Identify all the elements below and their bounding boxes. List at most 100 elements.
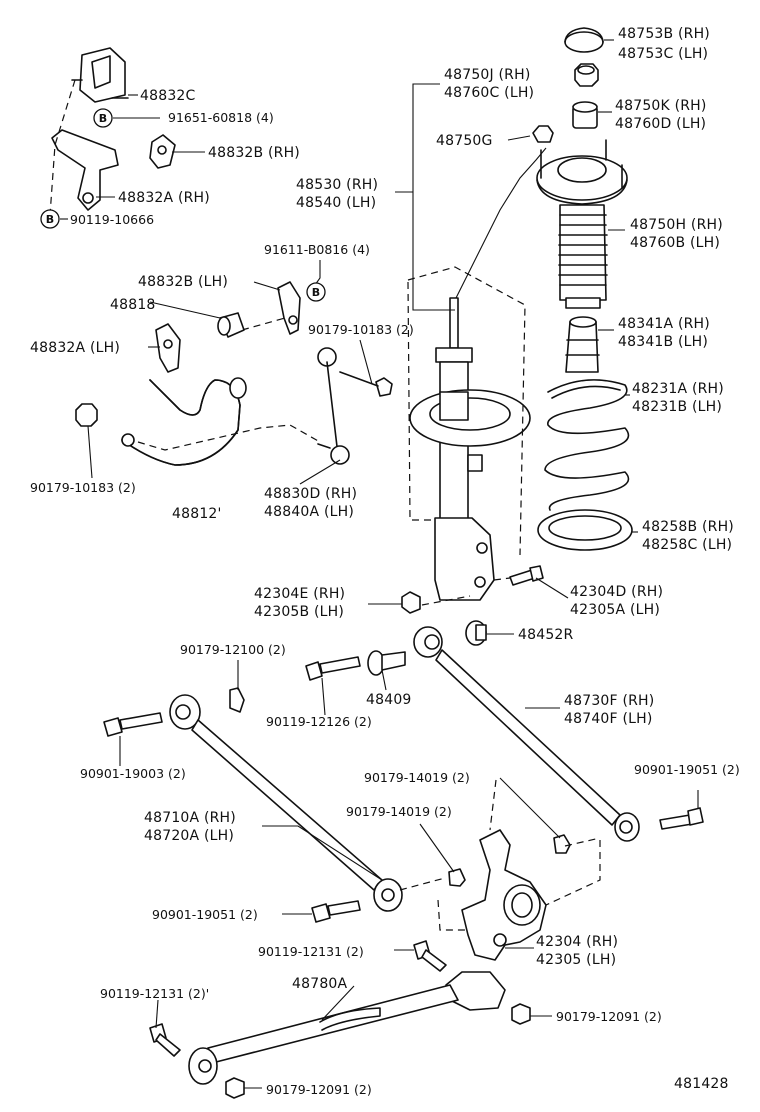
bushing-drawing: [572, 101, 598, 129]
bushing-48818-drawing: [217, 312, 245, 338]
spring-seat-drawing: [537, 509, 633, 551]
label-90901-19051-b: 90901-19051 (2): [152, 907, 258, 922]
label-48750j-rh: 48750J (RH): [444, 67, 531, 83]
strut-assembly-outline: [407, 266, 526, 556]
bolt-90901-19051-right-drawing: [659, 807, 704, 830]
bolt-42304d-drawing: [509, 565, 544, 586]
label-48231b-lh: 48231B (LH): [632, 399, 722, 415]
leader-lines: [60, 39, 699, 1089]
label-48740f-lh: 48740F (LH): [564, 711, 653, 727]
label-48710a-rh: 48710A (RH): [144, 810, 236, 826]
nut-48750g-drawing: [454, 125, 554, 301]
label-48540-lh: 48540 (LH): [296, 195, 376, 211]
label-48812: 48812': [172, 506, 222, 522]
bracket-48832b-rh-drawing: [149, 134, 176, 169]
control-arm-48710a-drawing: [169, 694, 403, 912]
control-arm-48730f-drawing: [413, 626, 640, 842]
label-48840a-lh: 48840A (LH): [264, 504, 354, 520]
nut-42304e-drawing: [401, 591, 421, 614]
bolt-90119-12131-a-drawing: [413, 940, 447, 972]
label-48231a-rh: 48231A (RH): [632, 381, 724, 397]
label-48750k-rh: 48750K (RH): [615, 98, 707, 114]
label-42305b-lh: 42305B (LH): [254, 604, 344, 620]
label-48780a: 48780A: [292, 976, 348, 992]
stabilizer-bar-drawing: [121, 377, 247, 466]
svg-text:B: B: [46, 213, 54, 226]
bolt-90119-12126-drawing: [305, 656, 361, 681]
label-48409: 48409: [366, 692, 412, 708]
label-48341b-lh: 48341B (LH): [618, 334, 708, 350]
label-90179-14019-a: 90179-14019 (2): [364, 770, 470, 785]
label-48530-rh: 48530 (RH): [296, 177, 378, 193]
b-marker-1: B: [93, 108, 113, 128]
svg-text:B: B: [99, 112, 107, 125]
upper-nut-drawing: [574, 63, 599, 87]
label-90119-12126: 90119-12126 (2): [266, 714, 372, 729]
label-48341a-rh: 48341A (RH): [618, 316, 710, 332]
cam-48409-drawing: [367, 650, 406, 676]
label-48258c-lh: 48258C (LH): [642, 537, 732, 553]
bolt-90119-12131-b-drawing: [149, 1023, 181, 1057]
label-90179-12091-b: 90179-12091 (2): [266, 1082, 372, 1097]
label-91611-b0816: 91611-B0816 (4): [264, 242, 370, 257]
stabilizer-link-drawing: [317, 347, 393, 465]
shock-absorber-drawing: [409, 297, 531, 601]
b-marker-3: B: [306, 282, 326, 302]
label-48753b-rh: 48753B (RH): [618, 26, 710, 42]
knuckle-drawing: [461, 829, 547, 961]
label-48720a-lh: 48720A (LH): [144, 828, 234, 844]
upper-support-drawing: [536, 139, 628, 205]
bump-stopper-drawing: [565, 316, 600, 373]
nut-90179-14019-b-drawing: [448, 868, 466, 887]
label-48750g: 48750G: [436, 133, 493, 149]
dust-boot-drawing: [558, 204, 608, 309]
bracket-48832a-rh-drawing: [51, 129, 119, 211]
svg-text:B: B: [312, 286, 320, 299]
label-90179-14019-b: 90179-14019 (2): [346, 804, 452, 819]
label-48753c-lh: 48753C (LH): [618, 46, 708, 62]
label-42304d-rh: 42304D (RH): [570, 584, 663, 600]
label-91651-60818: 91651-60818 (4): [168, 110, 274, 125]
label-90179-12091-a: 90179-12091 (2): [556, 1009, 662, 1024]
label-42304-rh: 42304 (RH): [536, 934, 618, 950]
b-marker-2: B: [40, 209, 60, 229]
label-90901-19051-a: 90901-19051 (2): [634, 762, 740, 777]
nut-90179-12100-drawing: [229, 687, 245, 713]
label-90179-10183-right: 90179-10183 (2): [308, 322, 414, 337]
label-48750h-rh: 48750H (RH): [630, 217, 723, 233]
label-48730f-rh: 48730F (RH): [564, 693, 654, 709]
label-48832c: 48832C: [140, 88, 196, 104]
label-48832a-rh: 48832A (RH): [118, 190, 210, 206]
diagram-id: 481428: [674, 1076, 729, 1092]
nut-90179-10183-left-drawing: [75, 403, 98, 427]
nut-90179-14019-a-drawing: [553, 834, 571, 854]
nut-90179-12091-right-drawing: [511, 1003, 531, 1025]
label-48830d-rh: 48830D (RH): [264, 486, 357, 502]
label-90179-10183-left: 90179-10183 (2): [30, 480, 136, 495]
trailing-arm-drawing: [188, 971, 506, 1085]
bracket-48832a-lh-drawing: [155, 323, 181, 373]
part-labels: 48753B (RH) 48753C (LH) 48750J (RH) 4876…: [30, 26, 740, 1097]
label-90119-10666: 90119-10666: [70, 212, 154, 227]
label-48832a-lh: 48832A (LH): [30, 340, 120, 356]
label-90179-12100: 90179-12100 (2): [180, 642, 286, 657]
bracket-48832c-drawing: [71, 47, 129, 103]
bolt-90901-19003-drawing: [103, 712, 163, 737]
label-42305a-lh: 42305A (LH): [570, 602, 660, 618]
label-42304e-rh: 42304E (RH): [254, 586, 345, 602]
label-90901-19003: 90901-19003 (2): [80, 766, 186, 781]
mount-cap-drawing: [564, 27, 604, 53]
label-48832b-rh: 48832B (RH): [208, 145, 300, 161]
label-48832b-lh: 48832B (LH): [138, 274, 228, 290]
label-48818: 48818: [110, 297, 156, 313]
label-48452r: 48452R: [518, 627, 574, 643]
bushing-48452r-drawing: [465, 620, 487, 646]
coil-spring-drawing: [544, 379, 630, 511]
label-90119-12131-b: 90119-12131 (2)': [100, 986, 209, 1001]
bolt-90901-19051-lower-drawing: [311, 900, 361, 923]
label-90119-12131-a: 90119-12131 (2): [258, 944, 364, 959]
label-48258b-rh: 48258B (RH): [642, 519, 734, 535]
label-42305-lh: 42305 (LH): [536, 952, 616, 968]
label-48760d-lh: 48760D (LH): [615, 116, 706, 132]
